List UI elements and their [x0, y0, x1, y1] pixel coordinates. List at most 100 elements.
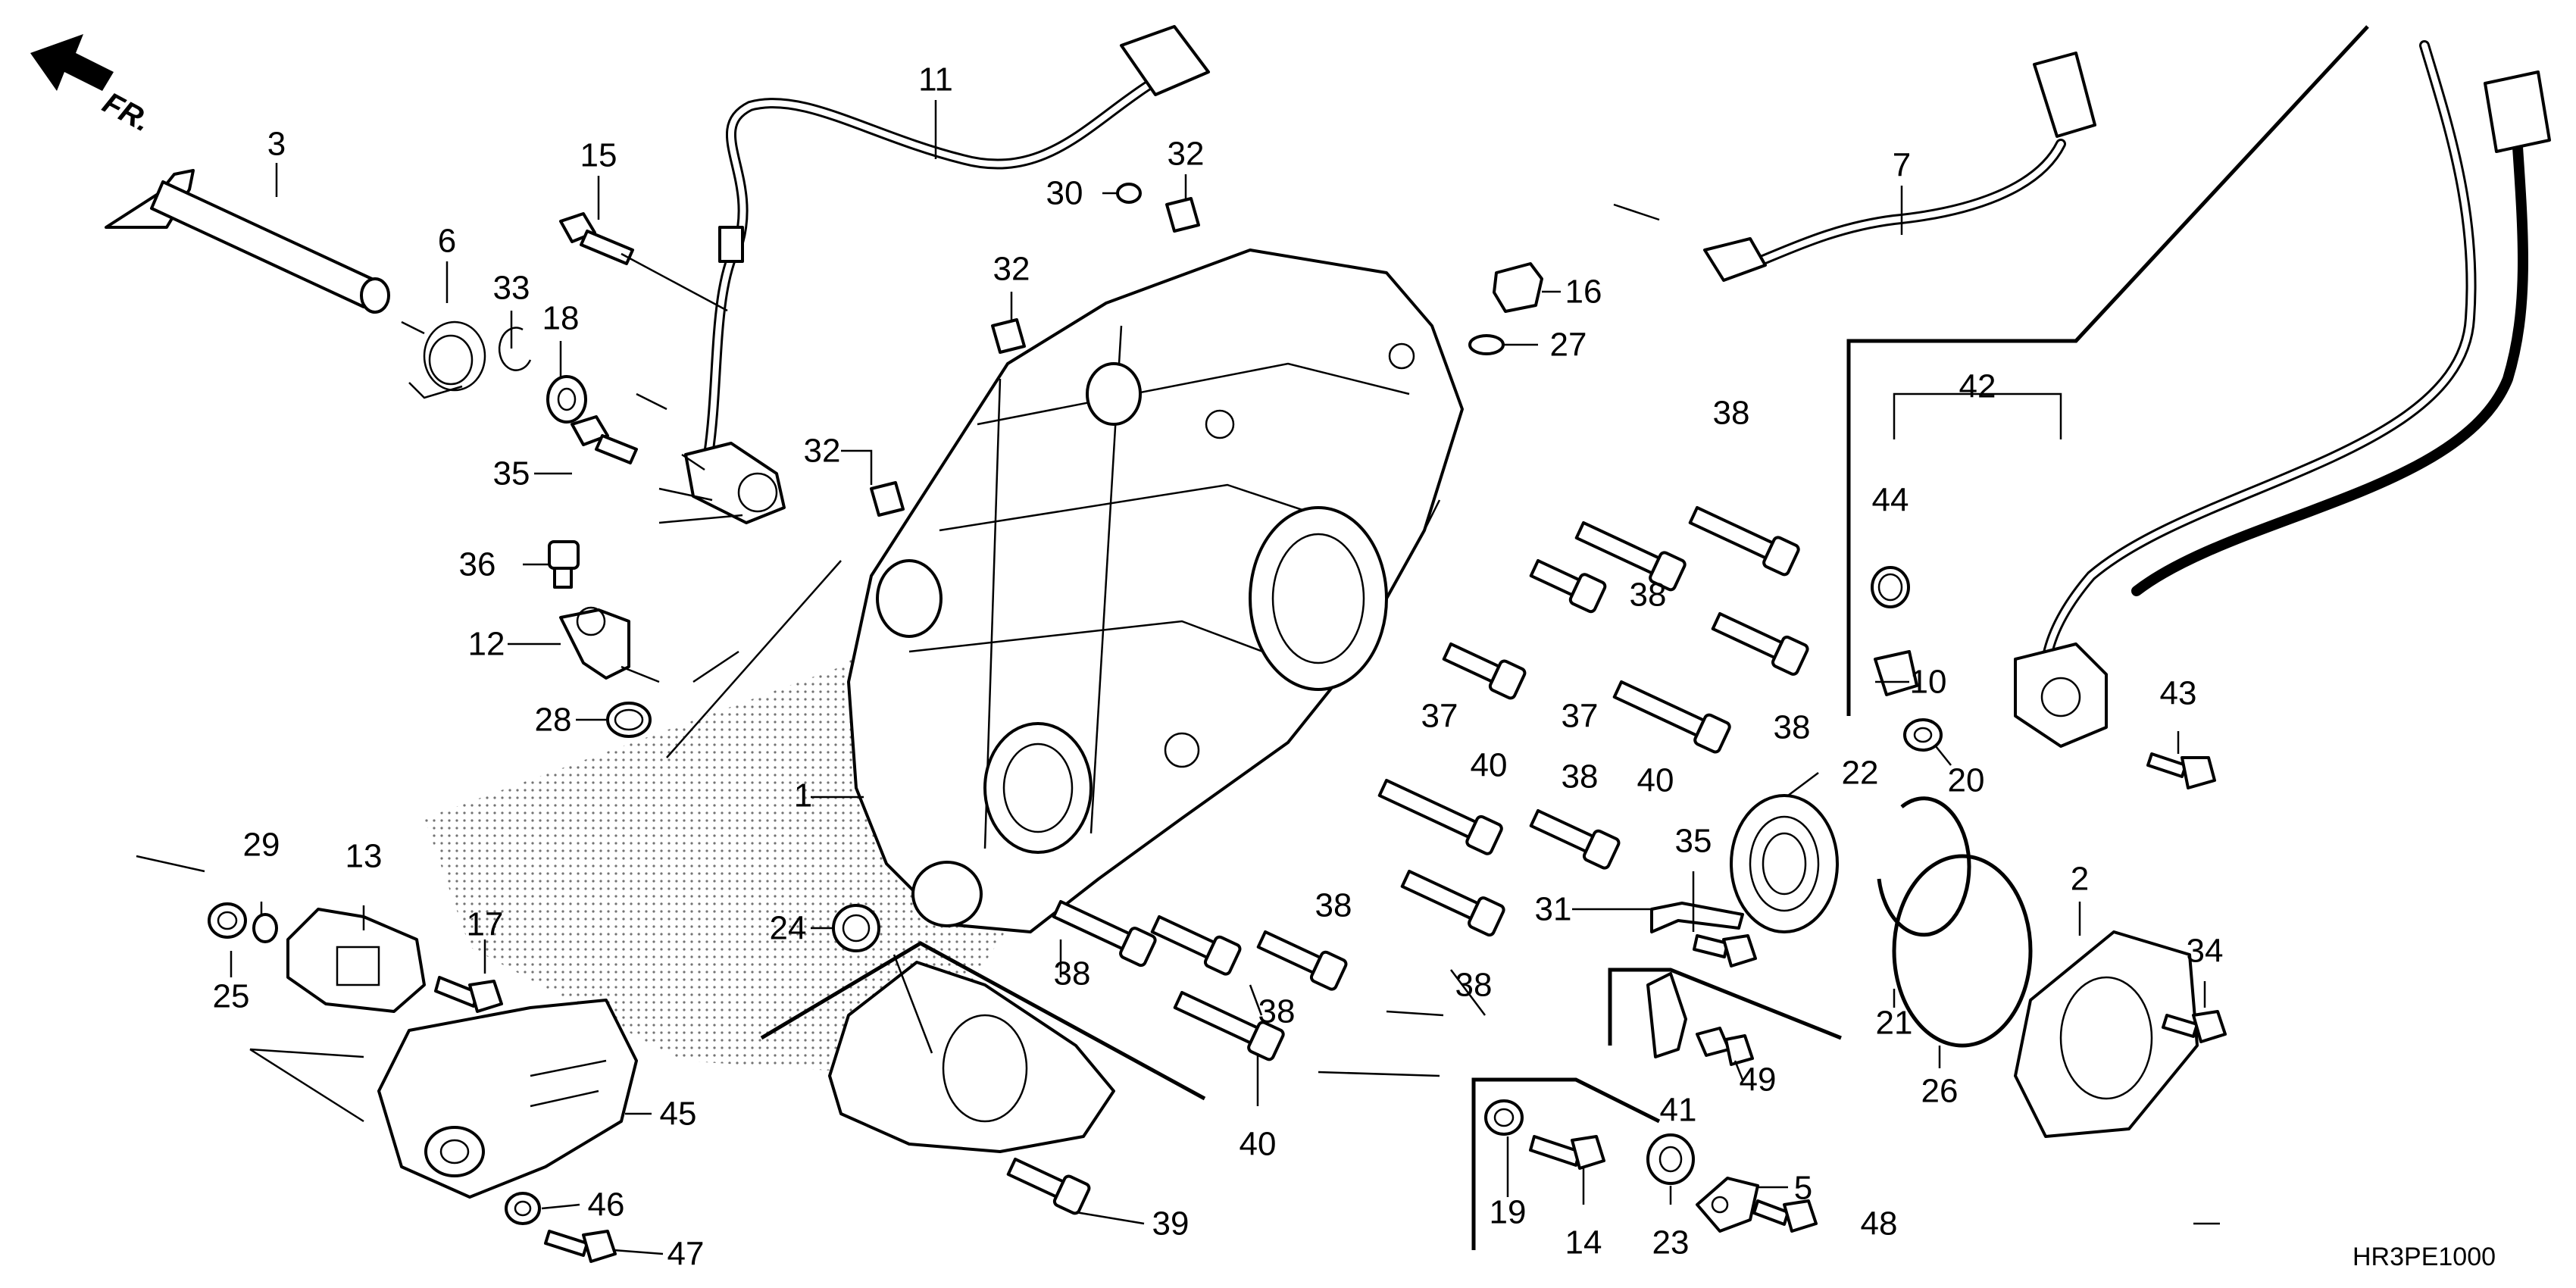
- label-35-lower: 35: [1675, 823, 1712, 860]
- bolt-36: [548, 540, 580, 589]
- bearing-22: [1730, 794, 1839, 933]
- washer-25: [208, 902, 247, 939]
- label-38-f: 38: [1455, 967, 1493, 1004]
- washer-30: [1116, 183, 1142, 204]
- label-12: 12: [468, 626, 505, 663]
- front-direction-text: FR.: [97, 86, 156, 139]
- label-37-right: 37: [1562, 698, 1599, 735]
- bracket-41: [1646, 972, 1687, 1058]
- collar-23: [1646, 1133, 1695, 1185]
- label-19: 19: [1490, 1194, 1527, 1231]
- label-45: 45: [660, 1096, 697, 1133]
- label-22: 22: [1842, 755, 1879, 792]
- bracket-42: [1893, 392, 2062, 439]
- bolt-35-lower: [1693, 934, 1757, 968]
- bolt-15: [559, 212, 634, 265]
- bolt-17: [434, 976, 503, 1013]
- guard-45: [377, 999, 638, 1199]
- label-24: 24: [770, 910, 807, 947]
- transmission-case: [847, 249, 1464, 933]
- dowel-32-mid: [991, 318, 1026, 354]
- label-5: 5: [1794, 1170, 1812, 1207]
- dowel-32-upper: [1165, 197, 1200, 233]
- label-38-d: 38: [1562, 758, 1599, 796]
- label-2: 2: [2071, 861, 2089, 898]
- label-11: 11: [918, 61, 953, 98]
- harness-42-cable: [2014, 40, 2551, 748]
- label-38-g: 38: [1054, 955, 1091, 993]
- label-40-upper: 40: [1471, 747, 1508, 784]
- label-38-c: 38: [1774, 709, 1811, 746]
- label-26: 26: [1921, 1073, 1959, 1110]
- return-spring: [401, 320, 486, 399]
- label-18: 18: [542, 300, 580, 337]
- washer-27: [1468, 334, 1505, 355]
- label-15: 15: [580, 137, 617, 174]
- label-33: 33: [493, 270, 530, 307]
- label-7: 7: [1893, 147, 1911, 184]
- label-38-a: 38: [1713, 395, 1750, 432]
- label-38-e: 38: [1315, 887, 1352, 924]
- label-29: 29: [243, 827, 280, 864]
- sensor-10: [1874, 650, 1918, 696]
- dowel-32-lower: [870, 481, 905, 517]
- sensor-13: [286, 908, 426, 1013]
- label-32-upper: 32: [1168, 136, 1205, 173]
- label-48: 48: [1861, 1205, 1898, 1243]
- label-34: 34: [2187, 933, 2224, 970]
- label-14: 14: [1565, 1224, 1602, 1261]
- bolt-43: [2146, 752, 2216, 789]
- label-17: 17: [467, 906, 504, 943]
- bolt-34: [2162, 1010, 2227, 1043]
- harness-frame: [1846, 25, 2369, 716]
- label-37-left: 37: [1421, 698, 1458, 735]
- o-ring-28: [606, 702, 652, 738]
- bolt-49: [1696, 1027, 1754, 1066]
- circlip-33: [498, 327, 532, 371]
- label-21: 21: [1876, 1005, 1913, 1042]
- label-49: 49: [1740, 1061, 1777, 1099]
- label-38-h: 38: [1258, 993, 1296, 1030]
- bolt-47: [544, 1230, 617, 1263]
- label-41: 41: [1660, 1092, 1697, 1129]
- circlip-21: [1877, 796, 1971, 937]
- label-6: 6: [438, 223, 456, 260]
- sensor-12: [559, 606, 630, 680]
- case-bolts: [1006, 506, 1809, 1215]
- label-43: 43: [2160, 675, 2197, 712]
- bolt-14: [1529, 1135, 1605, 1170]
- label-42: 42: [1959, 368, 1996, 405]
- plug-16: [1493, 262, 1543, 313]
- washer-18: [546, 375, 587, 424]
- label-47: 47: [667, 1236, 705, 1273]
- label-36: 36: [459, 546, 496, 583]
- label-40-right: 40: [1637, 762, 1674, 799]
- label-28: 28: [535, 702, 572, 739]
- label-27: 27: [1550, 327, 1587, 364]
- o-ring-26: [1892, 854, 2033, 1048]
- bottom-frame: [1471, 1077, 1661, 1250]
- case-inset-view: [760, 941, 1206, 1153]
- part-labels: 1 2 3 5 6 7 10 11 12 13 14 15 16 17 18 1…: [213, 61, 2224, 1273]
- plate-5: [1696, 1177, 1759, 1233]
- harness-11: [684, 25, 1210, 524]
- front-arrow-icon: [30, 34, 114, 91]
- label-40-lower: 40: [1240, 1126, 1277, 1163]
- leader-lines: [136, 100, 2220, 1255]
- label-20: 20: [1948, 762, 1985, 799]
- washer-19: [1484, 1099, 1524, 1136]
- label-44: 44: [1872, 482, 1909, 519]
- bracket-frame-41: [1608, 968, 1842, 1046]
- o-ring-29: [252, 913, 278, 943]
- label-10: 10: [1910, 664, 1947, 701]
- o-ring-44: [1871, 566, 1910, 608]
- label-31: 31: [1535, 891, 1572, 928]
- label-13: 13: [345, 838, 383, 875]
- label-38-b: 38: [1630, 577, 1667, 614]
- label-3: 3: [267, 126, 286, 163]
- label-39: 39: [1152, 1205, 1190, 1243]
- label-35-upper: 35: [493, 455, 530, 492]
- sensor-harness-7: [1703, 52, 2096, 282]
